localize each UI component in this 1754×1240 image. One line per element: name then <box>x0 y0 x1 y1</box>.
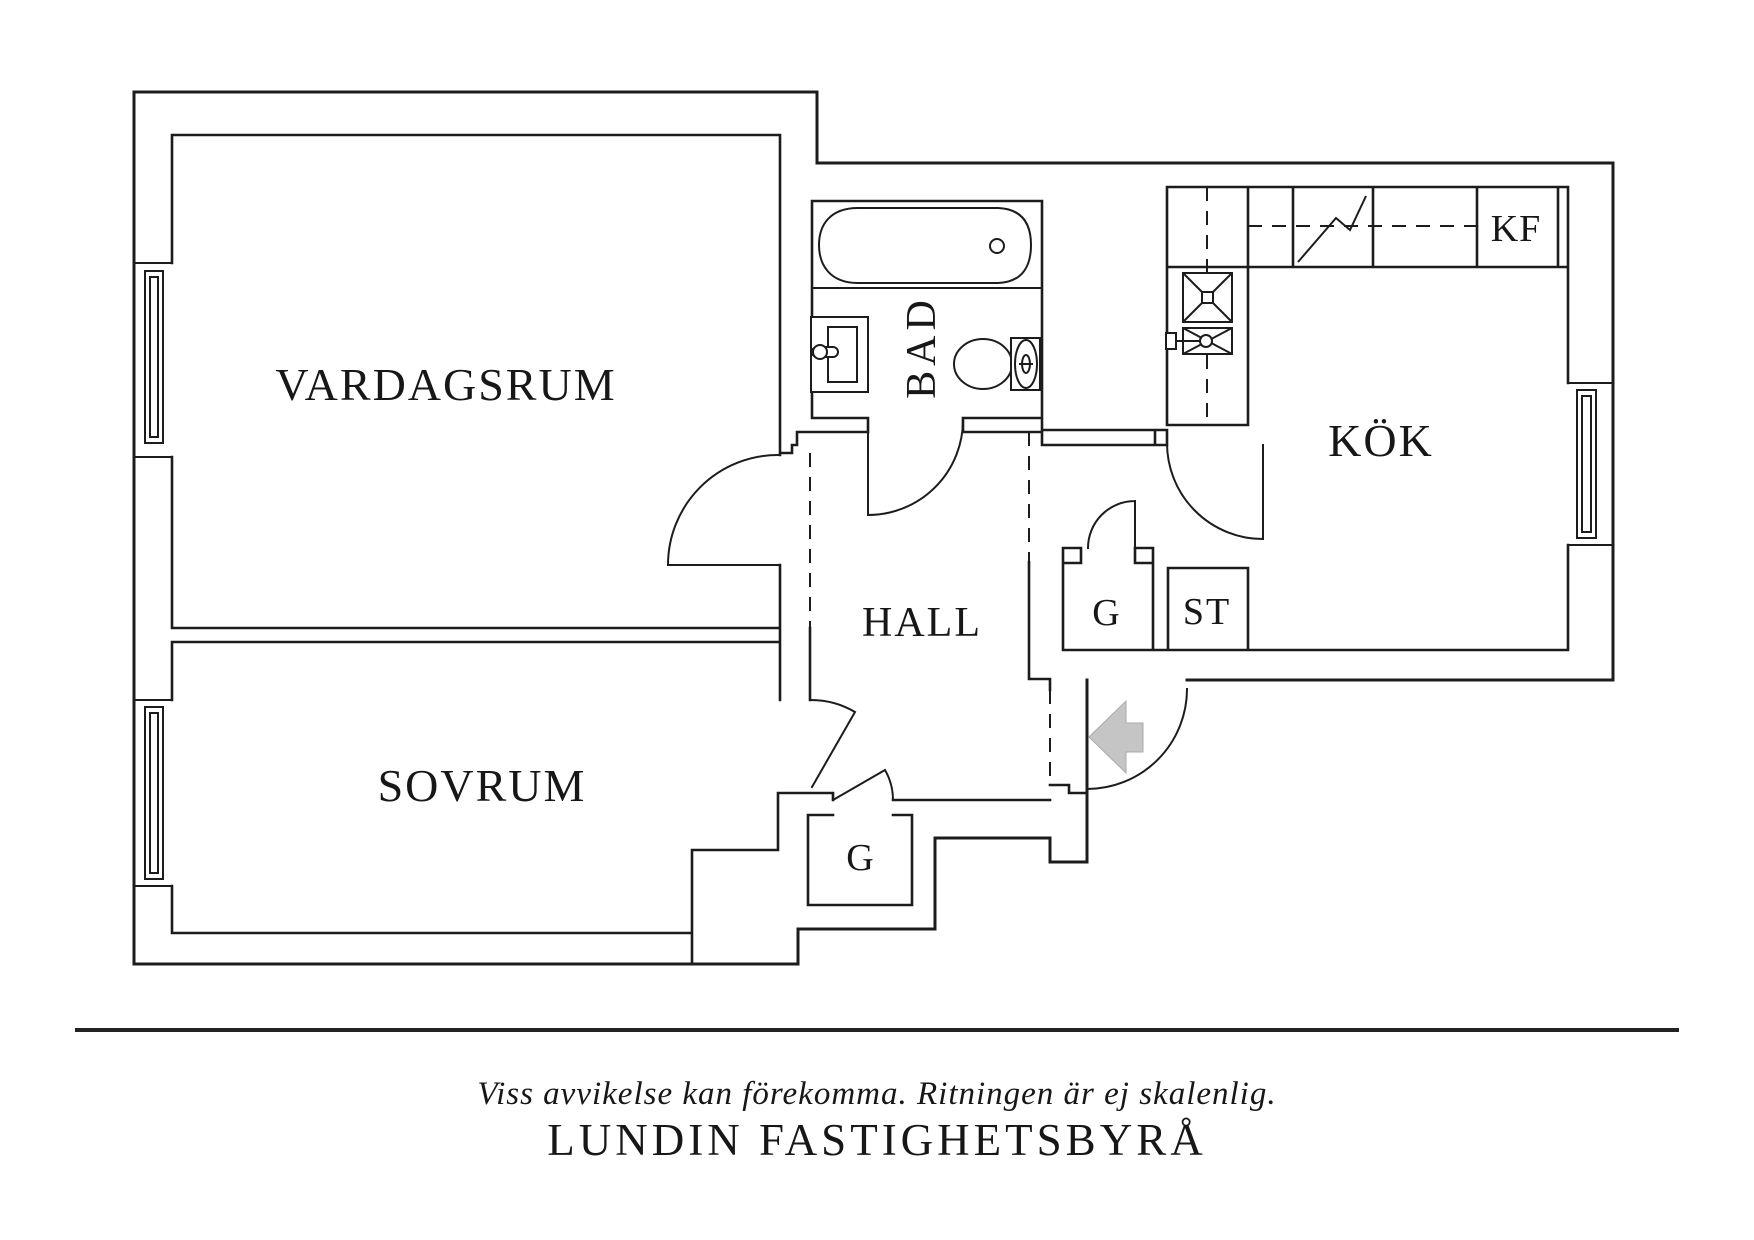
toilet-symbol <box>953 337 1041 391</box>
appliance-label-kf: KF <box>1491 208 1542 250</box>
doors <box>666 418 1265 802</box>
closet-g-upper-door-swing <box>1086 499 1137 550</box>
entrance-door-swing <box>1085 687 1189 791</box>
closet-label-g-lower: G <box>846 837 875 879</box>
room-label-sovrum: SOVRUM <box>378 760 587 811</box>
room-labels: VARDAGSRUM SOVRUM HALL BAD KÖK G ST G KF <box>275 208 1542 879</box>
bad-door-swing <box>866 418 965 517</box>
windows <box>133 262 1614 887</box>
interior-wall-lines <box>170 133 1570 966</box>
vardagsrum-window <box>144 270 164 444</box>
kok-window <box>1576 389 1597 539</box>
kitchen-fixtures <box>1165 195 1367 355</box>
window-caps <box>133 262 1614 887</box>
outer-walls <box>132 90 1615 966</box>
kitchen-sink-symbol <box>1165 272 1233 355</box>
interior-walls <box>170 133 1570 966</box>
closet-g-lower-door-swing <box>831 768 895 802</box>
room-label-hall: HALL <box>862 600 982 646</box>
room-label-vardagsrum: VARDAGSRUM <box>275 359 616 410</box>
footer-brand: LUNDIN FASTIGHETSBYRÅ <box>547 1115 1206 1165</box>
sovrum-door-swing <box>809 698 857 789</box>
room-label-kok: KÖK <box>1328 415 1434 466</box>
bathroom-fixtures <box>810 207 1042 393</box>
closet-label-st: ST <box>1183 591 1231 633</box>
bathtub-symbol <box>817 207 1033 284</box>
washbasin-symbol <box>810 316 869 393</box>
closet-label-g-upper: G <box>1092 592 1121 634</box>
kok-door-swing <box>1165 441 1265 541</box>
footer: Viss avvikelse kan förekomma. Ritningen … <box>75 1028 1679 1165</box>
bathtub-drain <box>989 238 1005 254</box>
entrance-arrow-icon <box>1088 699 1144 775</box>
sovrum-window <box>144 706 164 880</box>
footer-disclaimer: Viss avvikelse kan förekomma. Ritningen … <box>477 1076 1276 1112</box>
outer-wall-outline <box>132 90 1615 966</box>
room-label-bad: BAD <box>899 295 945 399</box>
stove-symbol <box>1297 195 1367 263</box>
vardagsrum-door-swing <box>666 453 780 567</box>
